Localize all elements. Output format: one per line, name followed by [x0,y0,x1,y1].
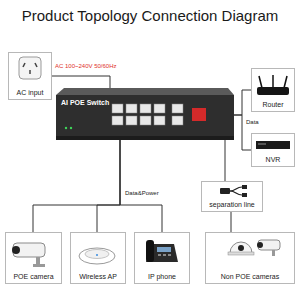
node-label: separation line [209,201,255,209]
node-label: Router [262,101,283,109]
connector-line [120,140,162,232]
connector-line [33,140,120,232]
node-label: IP phone [148,273,176,281]
connection-label: Data [245,119,260,126]
diagram-title: Product Topology Connection Diagram [0,7,300,24]
connector-line [225,140,226,181]
splitter-box: separation line [201,181,263,212]
router-box: Router [251,68,295,112]
socket-icon [19,57,41,79]
router-icon [257,75,289,95]
connector-line [231,212,232,232]
switch-body [56,88,234,140]
bullet-camera-icon [12,243,45,267]
node-label: Non POE cameras [221,273,279,281]
ip-phone-icon [146,240,178,262]
switch-box: AI POE Switch [56,88,234,140]
access-point-icon [79,248,115,264]
power-box: AC input [8,52,52,100]
node-label: Wireless AP [79,273,117,281]
nvr-box: NVR [251,133,295,167]
connector-line [97,140,120,232]
device-box: Non POE cameras [205,232,295,284]
device-box: POE camera [5,232,62,284]
node-label: AI POE Switch [61,99,109,107]
nvr-icon [256,141,290,149]
dome-camera-icon [228,240,280,256]
node-label: NVR [266,156,281,164]
device-box: IP phone [134,232,190,284]
device-box: Wireless AP [70,232,126,284]
node-label: POE camera [13,273,53,281]
node-label: AC input [17,89,44,97]
voltage-label: AC 100~240V 50/60Hz [54,63,118,70]
connector-line [234,90,251,115]
connection-label: Data&Power [124,190,160,197]
connector-line [52,76,110,88]
splitter-icon [220,185,247,197]
